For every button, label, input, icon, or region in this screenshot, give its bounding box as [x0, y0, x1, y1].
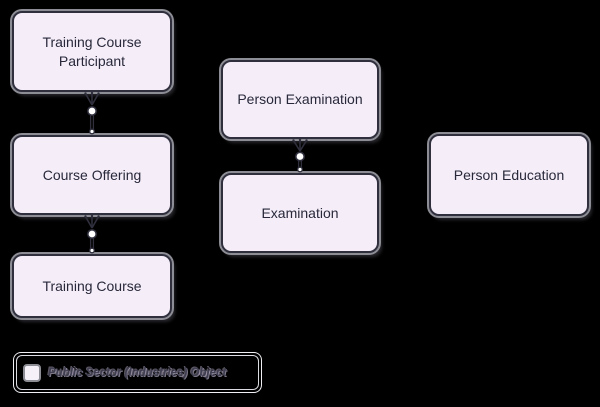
double-line [297, 161, 303, 168]
crows-foot-many-icon [84, 92, 100, 106]
node-label: Course Offering [42, 166, 142, 183]
crows-foot-many-icon [84, 215, 100, 229]
node-label: Person Examination [237, 91, 363, 108]
node-person-examination[interactable]: Person Examination [221, 60, 379, 139]
legend-object-swatch-icon [23, 363, 41, 382]
edge-course-offering-training-course [84, 215, 100, 254]
node-label: Examination [261, 204, 339, 221]
double-line [89, 115, 95, 130]
zero-circle-icon [295, 151, 305, 162]
zero-circle-icon [87, 229, 97, 239]
edge-training-course-participant-course-offering [84, 92, 100, 135]
node-training-course-participant[interactable]: Training Course Participant [12, 11, 172, 92]
zero-circle-small-icon [296, 166, 303, 173]
node-course-offering[interactable]: Course Offering [12, 135, 172, 215]
node-person-education[interactable]: Person Education [429, 134, 589, 216]
legend-item: Public Sector (Industries) Object [14, 353, 261, 392]
legend-label: Public Sector (Industries) Object [48, 366, 227, 379]
zero-circle-small-icon [88, 128, 95, 135]
legend: Public Sector (Industries) Object [13, 352, 262, 393]
double-line [89, 238, 95, 249]
node-label: Training Course Participant [42, 34, 142, 69]
node-examination[interactable]: Examination [221, 173, 379, 253]
node-training-course[interactable]: Training Course [12, 254, 172, 318]
node-label: Person Education [453, 166, 565, 183]
crows-foot-many-icon [292, 139, 308, 152]
node-label: Training Course [42, 277, 142, 294]
zero-circle-icon [87, 106, 97, 116]
zero-circle-small-icon [88, 247, 95, 254]
edge-person-examination-examination [292, 139, 308, 173]
